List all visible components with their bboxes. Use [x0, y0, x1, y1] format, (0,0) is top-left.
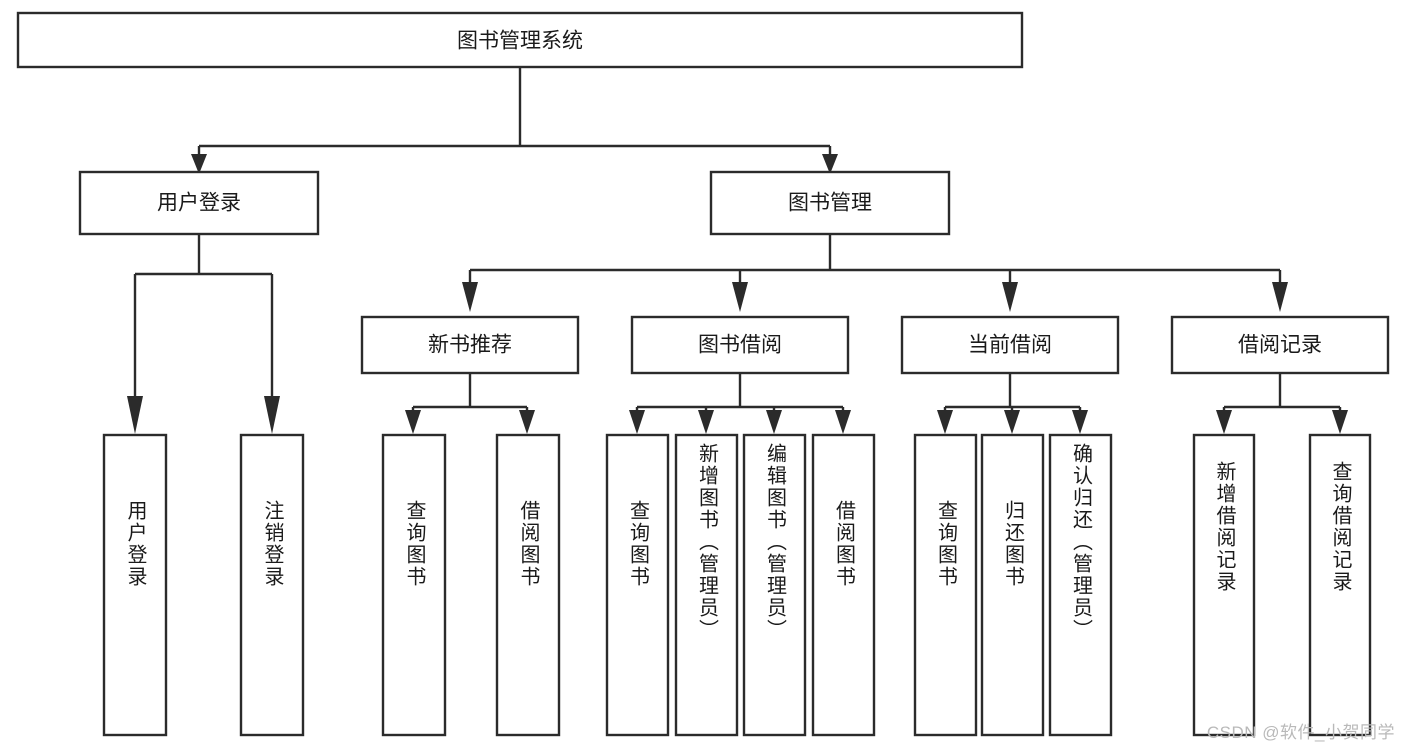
node-leaf-query-book-1-box[interactable] — [381, 433, 447, 737]
node-current-borrow[interactable]: 当前借阅 — [900, 315, 1120, 375]
connector-group-new-book-recommend — [405, 374, 535, 434]
arrow-icon-to-leaf-query-book-3 — [937, 410, 953, 434]
arrow-icon-to-leaf-borrow-book-2 — [835, 410, 851, 434]
node-new-book-recommend[interactable]: 新书推荐 — [360, 315, 580, 375]
arrow-icon-to-leaf-query-book-1 — [405, 410, 421, 434]
arrow-icon-to-leaf-user-login — [127, 396, 143, 434]
node-leaf-add-book-box[interactable] — [674, 433, 739, 737]
node-leaf-user-login-box[interactable] — [102, 433, 168, 737]
connector-group-root — [191, 67, 838, 174]
node-borrow-record-label: 借阅记录 — [1238, 334, 1322, 357]
connector-group-current-borrow — [937, 374, 1088, 434]
arrow-icon-to-leaf-query-record — [1332, 410, 1348, 434]
node-borrow-record[interactable]: 借阅记录 — [1170, 315, 1390, 375]
node-user-login[interactable]: 用户登录 — [78, 170, 320, 236]
node-book-borrow-label: 图书借阅 — [698, 334, 782, 357]
node-new-book-recommend-box[interactable] — [360, 315, 580, 375]
node-root[interactable]: 图书管理系统 — [16, 11, 1024, 69]
csdn-watermark: CSDN @软件_小贺同学 — [1206, 723, 1395, 742]
connector-group-borrow-record — [1216, 374, 1348, 434]
arrow-icon-to-leaf-edit-book — [766, 410, 782, 434]
node-leaf-borrow-book-1-box[interactable] — [495, 433, 561, 737]
node-root-label: 图书管理系统 — [457, 30, 583, 53]
arrow-icon-to-borrow-record — [1272, 282, 1288, 312]
node-book-borrow-box[interactable] — [630, 315, 850, 375]
node-leaf-add-record-box[interactable] — [1192, 433, 1256, 737]
arrow-icon-to-leaf-borrow-book-1 — [519, 410, 535, 434]
node-new-book-recommend-label: 新书推荐 — [428, 334, 512, 357]
node-current-borrow-label: 当前借阅 — [968, 334, 1052, 357]
connector-group-book-management — [462, 235, 1288, 312]
node-user-login-label: 用户登录 — [157, 192, 241, 215]
arrow-icon-to-user-login — [191, 154, 207, 174]
node-root-box[interactable] — [16, 11, 1024, 69]
node-book-borrow[interactable]: 图书借阅 — [630, 315, 850, 375]
node-book-management-label: 图书管理 — [788, 192, 872, 215]
node-leaf-borrow-book-2-box[interactable] — [811, 433, 876, 737]
arrow-icon-to-leaf-query-book-2 — [629, 410, 645, 434]
node-leaf-edit-book-box[interactable] — [742, 433, 807, 737]
node-leaf-query-record-box[interactable] — [1308, 433, 1372, 737]
node-current-borrow-box[interactable] — [900, 315, 1120, 375]
arrow-icon-to-leaf-add-book — [698, 410, 714, 434]
arrow-icon-to-leaf-logout — [264, 396, 280, 434]
node-leaf-return-book-box[interactable] — [980, 433, 1045, 737]
node-leaf-confirm-return-box[interactable] — [1048, 433, 1113, 737]
arrow-icon-to-book-management — [822, 154, 838, 174]
connector-group-user-login — [127, 235, 280, 434]
node-book-management[interactable]: 图书管理 — [709, 170, 951, 236]
arrow-icon-to-new-book-recommend — [462, 282, 478, 312]
arrow-icon-to-leaf-confirm-return — [1072, 410, 1088, 434]
arrow-icon-to-leaf-add-record — [1216, 410, 1232, 434]
node-user-login-box[interactable] — [78, 170, 320, 236]
arrow-icon-to-leaf-return-book — [1004, 410, 1020, 434]
node-leaf-logout-box[interactable] — [239, 433, 305, 737]
node-book-management-box[interactable] — [709, 170, 951, 236]
arrow-icon-to-current-borrow — [1002, 282, 1018, 312]
node-leaf-query-book-3-box[interactable] — [913, 433, 978, 737]
node-borrow-record-box[interactable] — [1170, 315, 1390, 375]
connector-group-book-borrow — [629, 374, 851, 434]
arrow-icon-to-book-borrow — [732, 282, 748, 312]
node-leaf-query-book-2-box[interactable] — [605, 433, 670, 737]
